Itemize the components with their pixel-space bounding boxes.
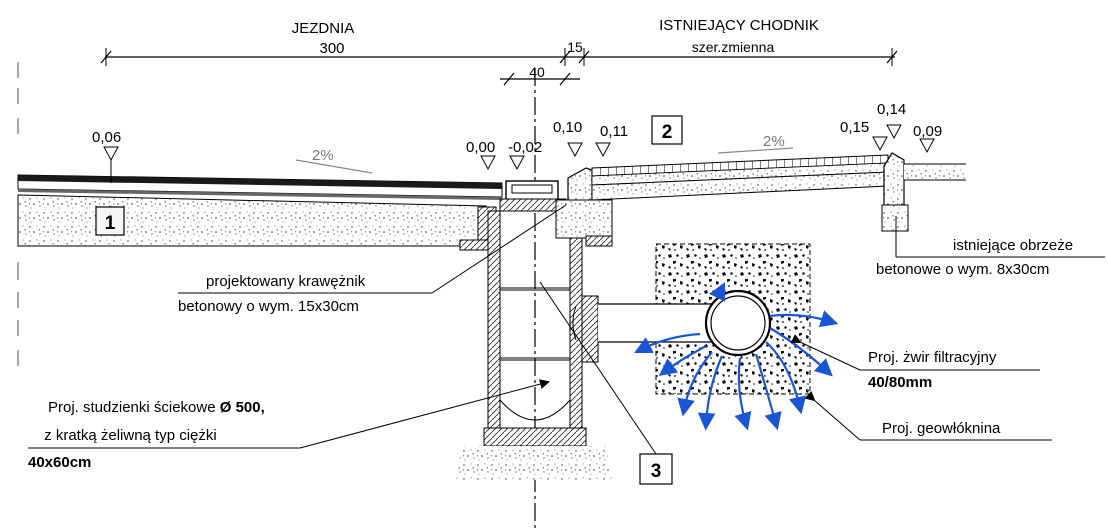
curb-width-dimension: 15 (567, 39, 583, 55)
edging-label-line2: betonowe o wym. 8x30cm (876, 261, 1049, 278)
gully-label-bold: Ø 500, (220, 399, 265, 416)
elevation-outer: 0,09 (913, 123, 942, 140)
slope-indicators (295, 147, 794, 174)
gully-label-line2: z kratką żeliwną typ ciężki (40, 427, 217, 444)
sidewalk-slope: 2% (763, 133, 785, 150)
infiltration-block (572, 243, 811, 395)
gully-label-prefix: Proj. studzienki ściekowe (48, 399, 220, 416)
elevation-curb-top: 0,10 (553, 119, 582, 136)
roadway-title: JEZDNIA (292, 20, 355, 37)
marker-2: 2 (662, 122, 673, 143)
gravel-label-line1: Proj. żwir filtracyjny (868, 349, 997, 366)
edging-label-line1: istniejące obrzeże (953, 237, 1073, 254)
marker-1: 1 (105, 213, 116, 234)
road-slope: 2% (312, 147, 334, 164)
elevation-edging-top: 0,14 (877, 101, 906, 118)
roadway-width-dimension: 300 (319, 40, 344, 57)
marker-box-2 (651, 115, 683, 145)
elevation-grate: -0,02 (508, 139, 542, 156)
elevation-sidewalk-end: 0,15 (840, 119, 869, 136)
sidewalk-structure (591, 152, 966, 232)
geotextile-label: Proj. geowłóknina (882, 420, 1001, 437)
infiltration-flow-arrows (634, 282, 839, 431)
curb-label-line2: betonowy o wym. 15x30cm (178, 298, 359, 315)
gully-label-line3: 40x60cm (28, 454, 91, 471)
elevation-triangles (103, 124, 935, 183)
elevation-gutter: 0,00 (466, 139, 495, 156)
gully-well (456, 180, 612, 480)
sidewalk-title: ISTNIEJĄCY CHODNIK (659, 17, 819, 34)
elevation-road-edge: 0,06 (92, 129, 121, 146)
marker-box-3 (639, 453, 673, 485)
leader-lines (28, 204, 1105, 455)
gully-label-line1: Proj. studzienki ściekowe Ø 500, (48, 399, 265, 416)
sidewalk-width-dimension: szer.zmienna (692, 39, 775, 55)
marker-box-1 (95, 206, 125, 236)
roadway-structure (17, 174, 503, 251)
dimension-chain (100, 48, 898, 86)
marker-3: 3 (651, 461, 662, 482)
inlet-width-dimension: 40 (529, 64, 545, 80)
curb (555, 167, 613, 247)
elevation-sidewalk-start: 0,11 (600, 123, 628, 140)
gravel-label-line2: 40/80mm (868, 374, 932, 391)
curb-label-line1: projektowany krawężnik (206, 273, 366, 290)
